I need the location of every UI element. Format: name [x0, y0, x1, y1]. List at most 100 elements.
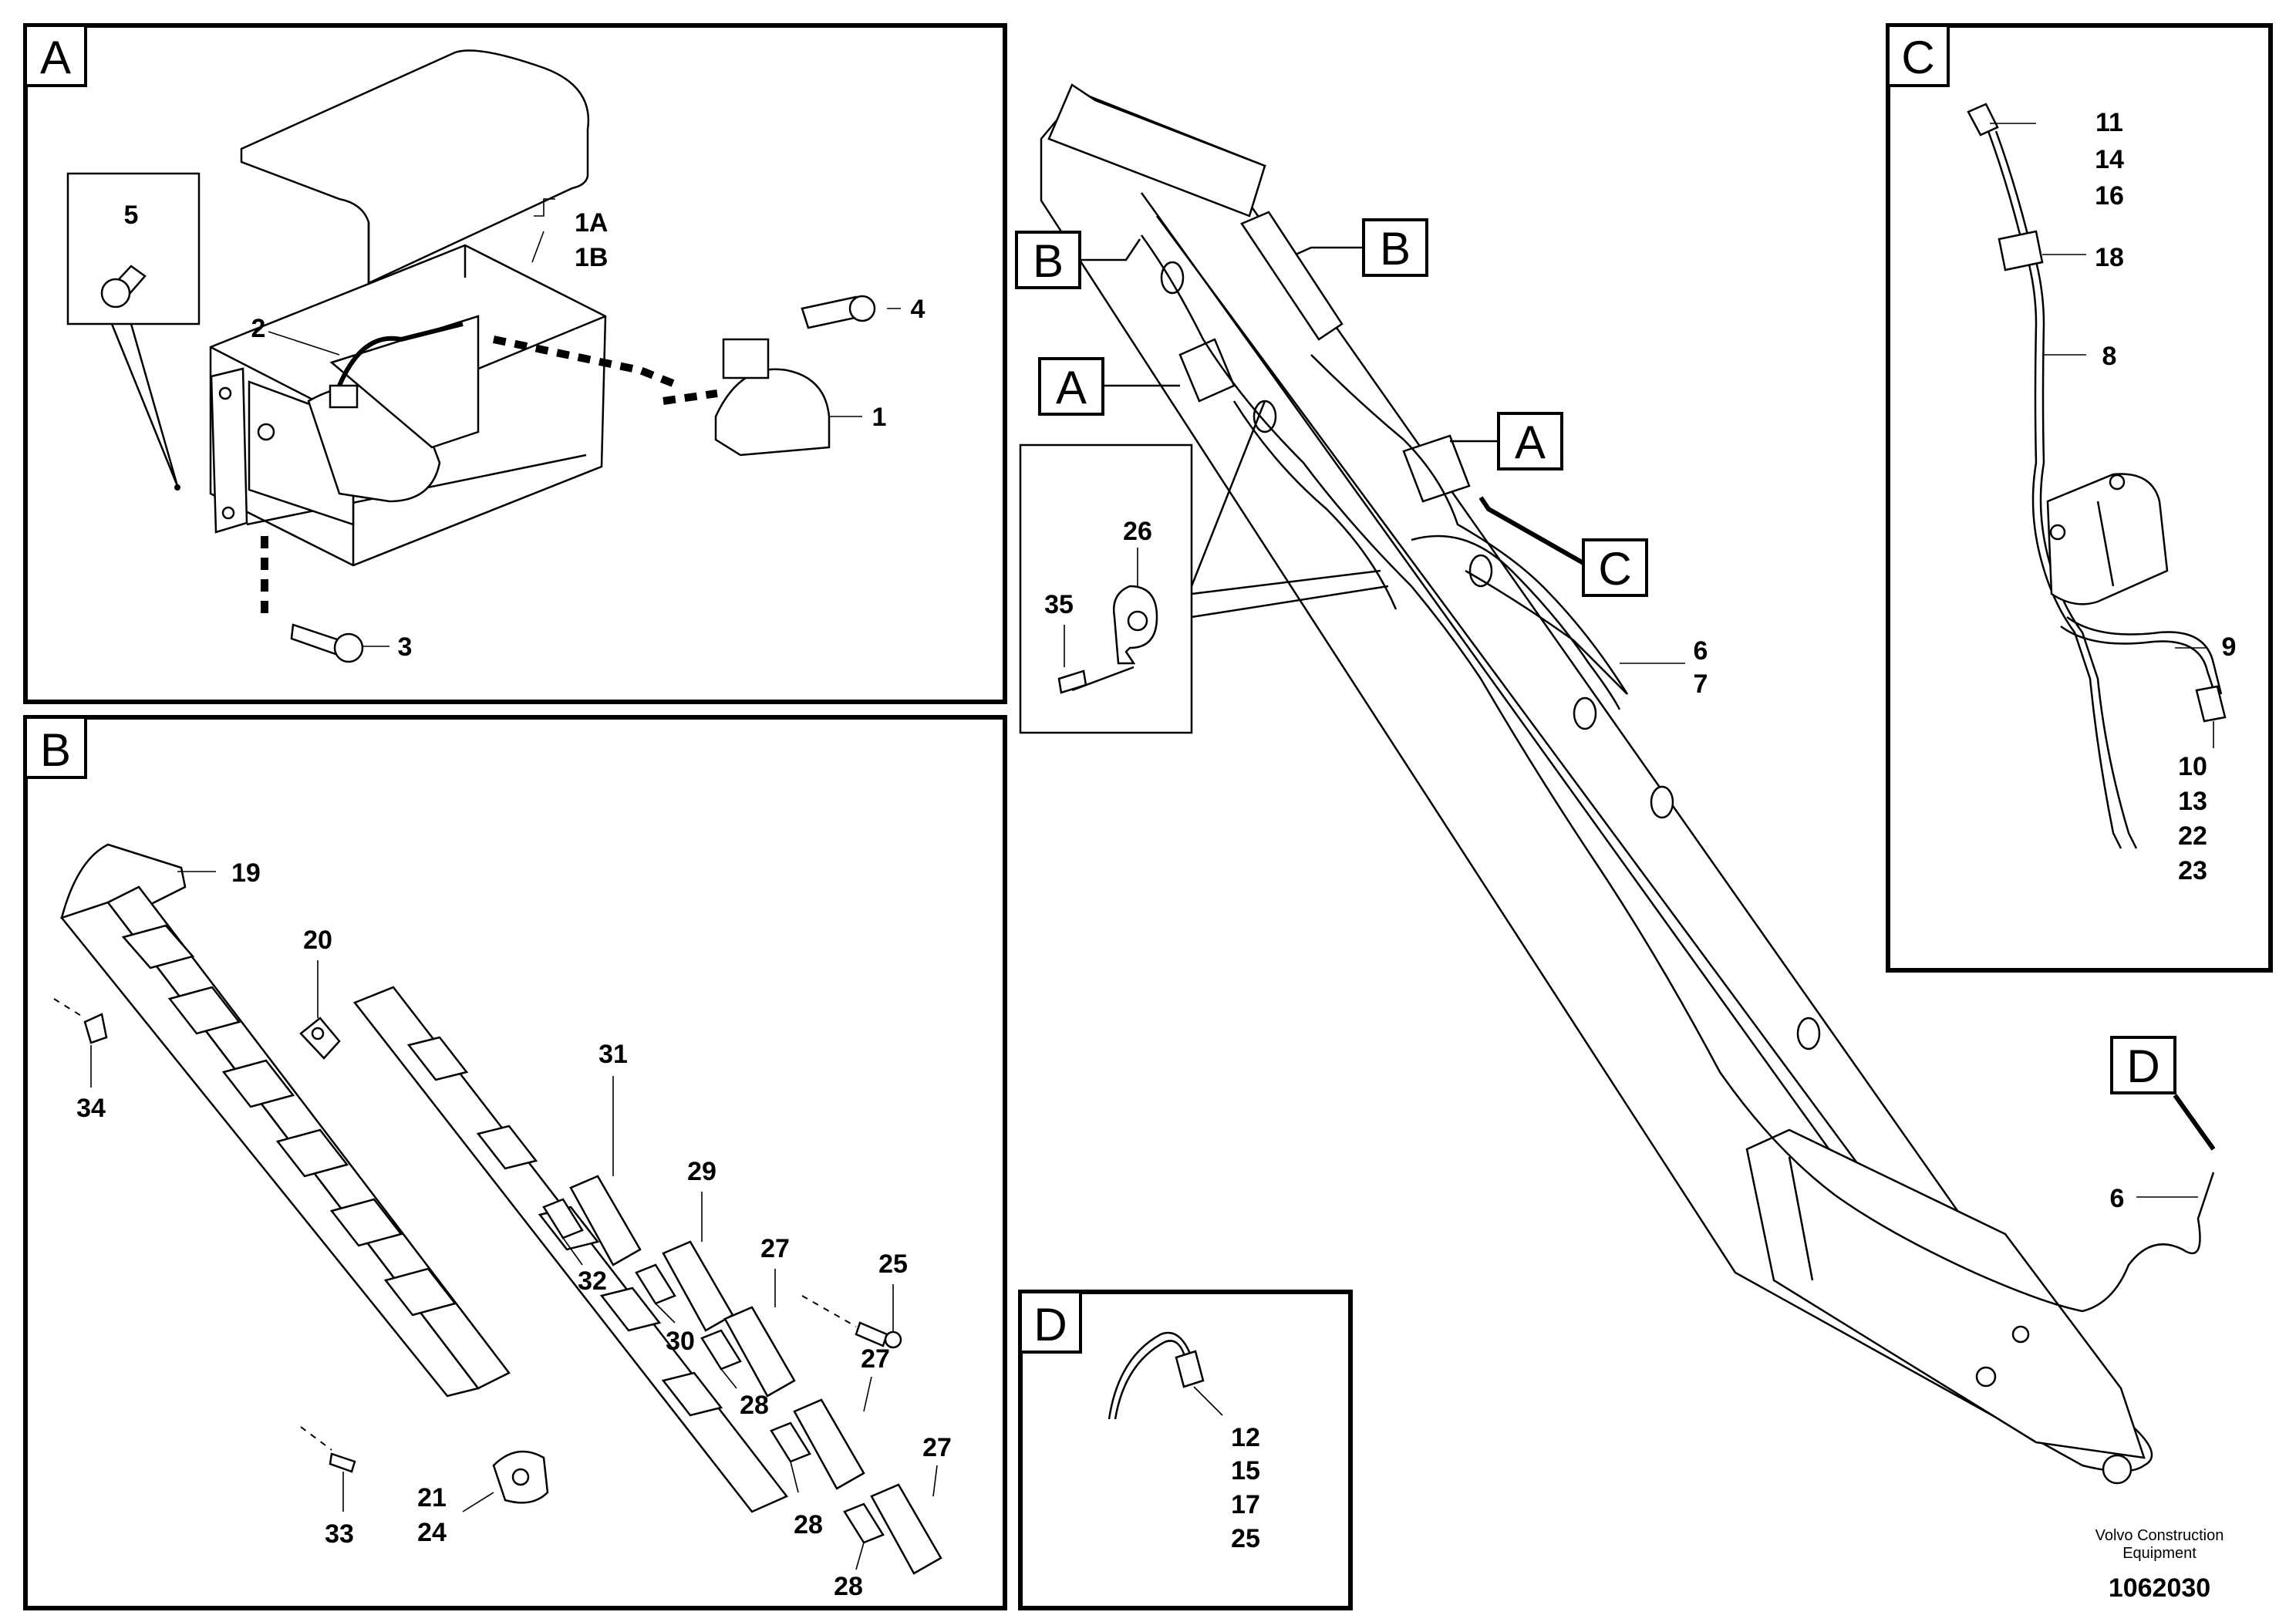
cable-connector-d — [1108, 1331, 1205, 1420]
label-29: 29 — [687, 1157, 716, 1186]
label-2: 2 — [251, 314, 266, 343]
wiring-harness — [1140, 234, 2215, 1313]
label-34: 34 — [76, 1094, 106, 1123]
brand-line-1: Volvo Construction — [2095, 1527, 2224, 1544]
detail-screw-5 — [66, 172, 201, 491]
fuse-27-c — [870, 1483, 942, 1575]
fuse-box-b — [1240, 211, 1344, 341]
label-27-c: 27 — [922, 1433, 952, 1462]
clamp-26 — [1112, 585, 1158, 665]
screw-25 — [801, 1295, 902, 1349]
label-25-d: 25 — [1231, 1524, 1260, 1553]
callout-b-left: B — [1015, 231, 1141, 289]
panel-a-tag: A — [40, 32, 71, 83]
label-28-c: 28 — [834, 1572, 863, 1601]
svg-text:B: B — [1033, 235, 1064, 287]
cable-9 — [2060, 615, 2227, 723]
label-5: 5 — [124, 201, 139, 230]
label-31: 31 — [598, 1040, 628, 1069]
label-7: 7 — [1694, 669, 1708, 699]
panel-b-tag: B — [40, 724, 71, 776]
callout-d-main: D — [2110, 1036, 2216, 1151]
terminal-20 — [299, 1017, 341, 1060]
fuse-30 — [635, 1263, 676, 1305]
label-1: 1 — [872, 403, 887, 432]
fuse-29 — [662, 1240, 734, 1332]
relay-box-a-top — [1178, 338, 1236, 403]
callout-a-right: A — [1450, 412, 1563, 470]
label-33: 33 — [325, 1519, 354, 1549]
label-23: 23 — [2178, 856, 2207, 885]
callout-b-right: B — [1295, 218, 1428, 277]
callout-c-main: C — [1478, 496, 1648, 597]
relay-21 — [492, 1450, 549, 1504]
boom-assembly: B B A A C D — [1015, 83, 2216, 1485]
screw-3 — [261, 536, 364, 663]
label-20: 20 — [303, 926, 332, 955]
svg-text:B: B — [1380, 223, 1411, 275]
detail-panel-a: A — [23, 23, 1007, 704]
label-6: 6 — [1694, 636, 1708, 666]
battery-box-a-mid — [1402, 434, 1471, 503]
label-9: 9 — [2222, 632, 2237, 662]
label-15: 15 — [1231, 1456, 1260, 1485]
label-12: 12 — [1231, 1423, 1260, 1452]
detail-panel-b: B — [23, 715, 1007, 1610]
drawing-number: 1062030 — [2109, 1573, 2210, 1603]
label-30: 30 — [666, 1327, 695, 1356]
label-25-b: 25 — [878, 1249, 908, 1279]
panel-d-tag: D — [1033, 1299, 1067, 1351]
battery-switch-1 — [663, 338, 831, 457]
fuse-28-a — [700, 1329, 742, 1371]
label-35: 35 — [1044, 590, 1074, 619]
label-24: 24 — [417, 1518, 447, 1547]
fuse-bracket-19 — [59, 843, 511, 1398]
label-4: 4 — [911, 295, 925, 324]
fuse-27-b — [793, 1398, 865, 1490]
label-10: 10 — [2178, 752, 2207, 781]
callout-a-left: A — [1038, 357, 1180, 416]
label-21: 21 — [417, 1483, 447, 1512]
label-18: 18 — [2095, 243, 2124, 272]
fuse-32 — [542, 1198, 584, 1239]
fuse-windows-left — [121, 924, 457, 1317]
fuse-31 — [569, 1175, 642, 1266]
label-8: 8 — [2102, 342, 2117, 371]
battery — [307, 315, 480, 503]
sensor-box — [2046, 473, 2169, 605]
screw-33 — [300, 1426, 356, 1473]
label-27-a: 27 — [760, 1234, 790, 1263]
label-6-d: 6 — [2110, 1184, 2125, 1213]
svg-text:A: A — [1515, 416, 1546, 468]
bolt-35 — [1057, 666, 1135, 694]
screw-34 — [53, 998, 108, 1044]
label-28-b: 28 — [794, 1510, 823, 1539]
clamp-detail-box: 26 35 — [1019, 400, 1389, 734]
label-19: 19 — [231, 858, 261, 888]
battery-box-cover — [240, 49, 590, 285]
label-3: 3 — [398, 632, 413, 662]
panel-c-tag: C — [1901, 32, 1934, 83]
boom-end — [1745, 1128, 2146, 1485]
brand-line-2: Equipment — [2122, 1545, 2197, 1562]
detail-panel-d: D 12 15 17 25 — [1018, 1290, 1353, 1610]
detail-panel-c: C 11 14 16 18 8 9 10 13 — [1886, 23, 2273, 973]
clip-18 — [1998, 230, 2044, 271]
footer-brand: Volvo Construction Equipment 1062030 — [2095, 1527, 2224, 1603]
label-11: 11 — [2095, 108, 2123, 137]
fuse-28-c — [843, 1502, 885, 1544]
boom-holes — [1160, 261, 1821, 1050]
svg-text:D: D — [2126, 1040, 2159, 1092]
label-16: 16 — [2095, 181, 2124, 211]
label-1a: 1A — [575, 208, 608, 238]
label-17: 17 — [1231, 1490, 1260, 1519]
fuse-27-a — [723, 1306, 796, 1398]
label-13: 13 — [2178, 787, 2207, 816]
svg-text:A: A — [1056, 362, 1087, 413]
label-1b: 1B — [575, 243, 608, 272]
label-27-b: 27 — [861, 1344, 890, 1374]
fuse-28-b — [770, 1421, 811, 1463]
label-26: 26 — [1123, 517, 1152, 546]
label-28-a: 28 — [740, 1391, 769, 1420]
